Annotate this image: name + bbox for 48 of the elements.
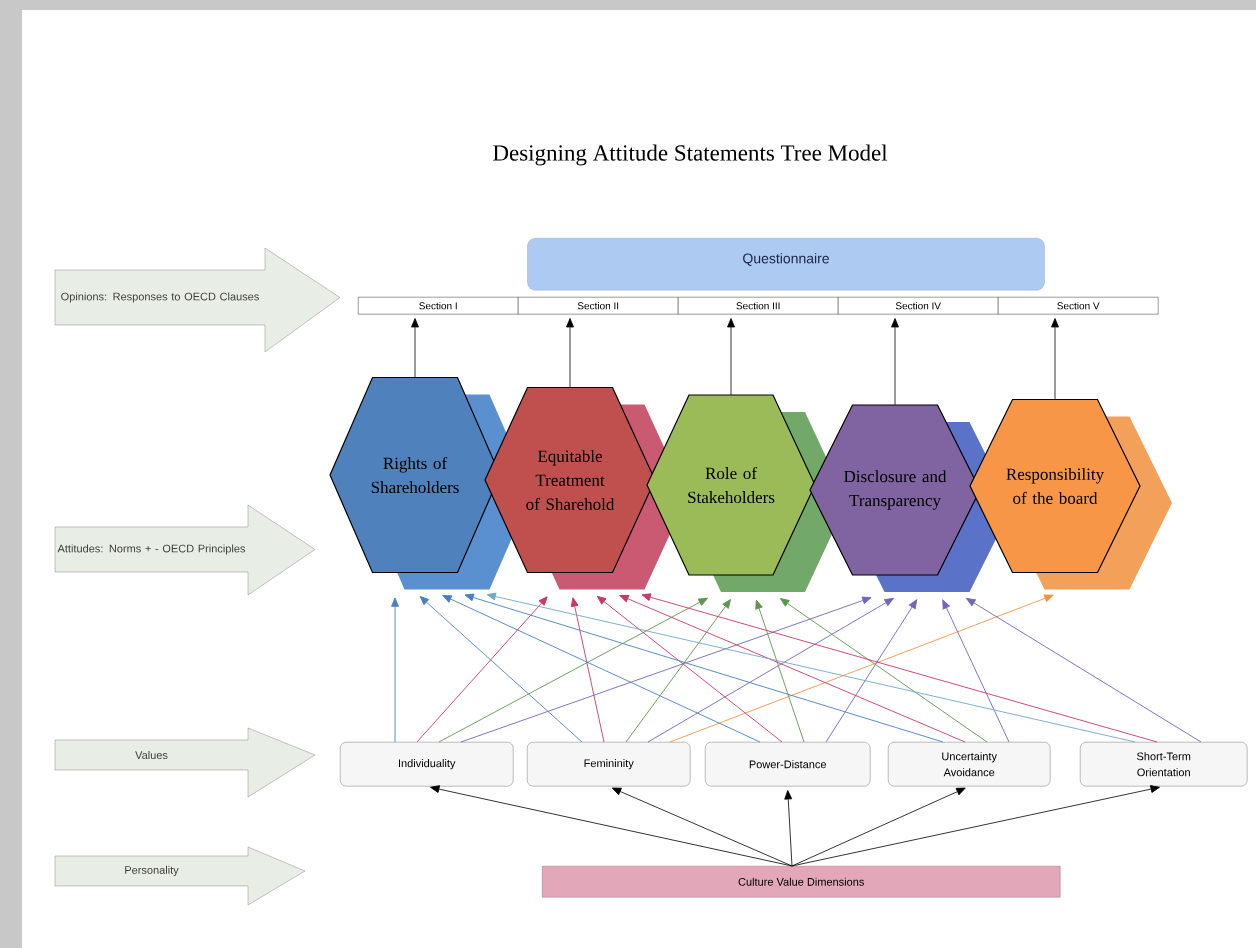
- section-cell: Section II: [518, 297, 679, 315]
- value-box: Short-Term Orientation: [1080, 742, 1248, 787]
- arrow: [791, 785, 1160, 867]
- arrow: [942, 599, 1010, 743]
- arrow: [464, 593, 944, 743]
- value-box: Power-Distance: [705, 742, 871, 787]
- arrow: [1051, 318, 1059, 400]
- arrow: [460, 596, 872, 743]
- value-box: Individuality: [340, 742, 514, 787]
- arrow: [641, 593, 1158, 743]
- arrow: [784, 790, 793, 867]
- level-banner: Personality: [54, 846, 306, 906]
- title-banner: Questionnaire: [527, 238, 1045, 291]
- title: Designing Attitude Statements Tree Model: [493, 144, 888, 166]
- arrow: [611, 787, 793, 867]
- arrow: [570, 597, 605, 743]
- section-cell: Section I: [358, 297, 519, 315]
- arrow: [825, 599, 918, 743]
- arrow: [419, 596, 583, 743]
- section-cell: Section IV: [838, 297, 999, 315]
- arrow: [966, 597, 1202, 743]
- arrow: [486, 592, 1136, 743]
- level-banner: Values: [54, 727, 316, 798]
- arrow: [566, 318, 574, 388]
- arrow: [625, 599, 731, 743]
- level-banner: Attitudes: Norms + - OECD Principles: [54, 504, 316, 596]
- value-box: Femininity: [527, 742, 691, 787]
- arrow: [416, 596, 548, 743]
- section-cell: Section V: [998, 297, 1159, 315]
- level-banner: Opinions: Responses to OECD Clauses: [54, 247, 341, 353]
- arrow: [391, 597, 399, 743]
- arrow: [438, 597, 708, 743]
- arrow: [596, 595, 783, 743]
- arrow: [891, 318, 899, 406]
- arrow: [430, 785, 793, 867]
- arrow: [669, 594, 1054, 743]
- dimension-bar: Culture Value Dimensions: [542, 866, 1061, 898]
- hexagon: Responsibility of the board: [969, 398, 1172, 590]
- arrow: [619, 594, 966, 743]
- value-box: Uncertainty Avoidance: [888, 742, 1051, 787]
- arrow: [647, 597, 894, 743]
- arrow: [780, 598, 988, 743]
- arrow: [411, 318, 419, 378]
- arrow: [755, 599, 805, 743]
- arrow: [791, 787, 966, 867]
- arrow: [442, 595, 761, 743]
- arrow: [727, 318, 735, 396]
- section-cell: Section III: [678, 297, 839, 315]
